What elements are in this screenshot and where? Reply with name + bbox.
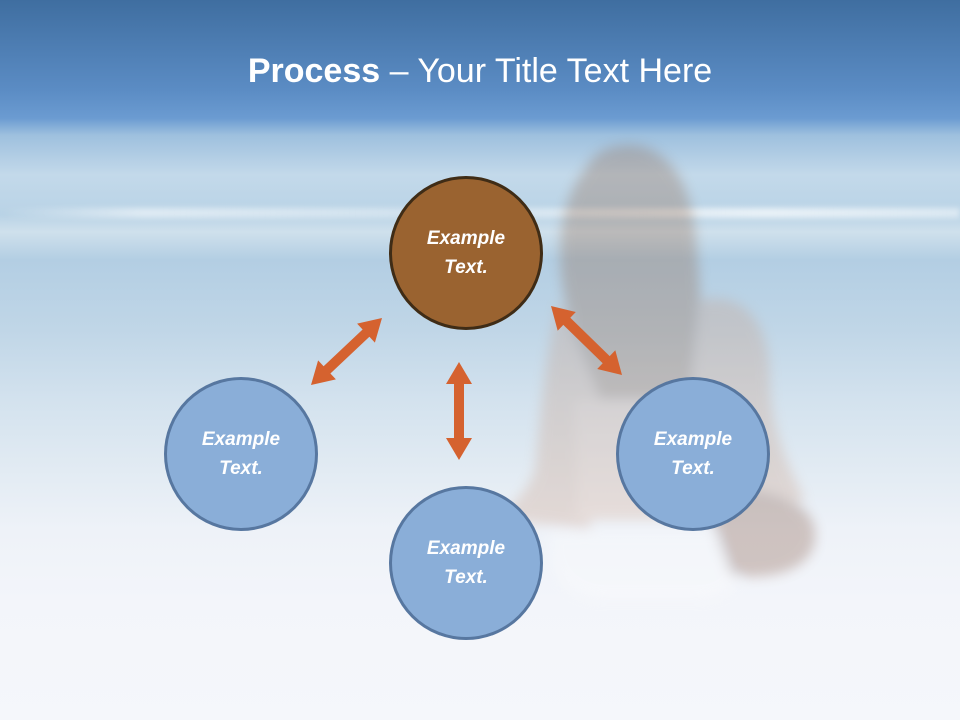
node-top: Example Text. — [389, 176, 543, 330]
title-bold-part: Process — [247, 52, 381, 90]
node-bottom-label: Example Text. — [426, 538, 506, 588]
arrow-top-right — [551, 306, 622, 375]
node-right: Example Text. — [616, 377, 770, 531]
node-bottom: Example Text. — [389, 486, 543, 640]
node-left-label: Example Text. — [201, 429, 281, 479]
node-right-label: Example Text. — [653, 429, 733, 479]
arrow-top-bottom — [446, 362, 472, 460]
node-left: Example Text. — [164, 377, 318, 531]
arrow-top-left — [311, 318, 382, 385]
slide-title: Process – Your Title Text Here — [0, 52, 960, 91]
title-rest-part: – Your Title Text Here — [380, 52, 713, 90]
node-top-label: Example Text. — [426, 228, 506, 278]
